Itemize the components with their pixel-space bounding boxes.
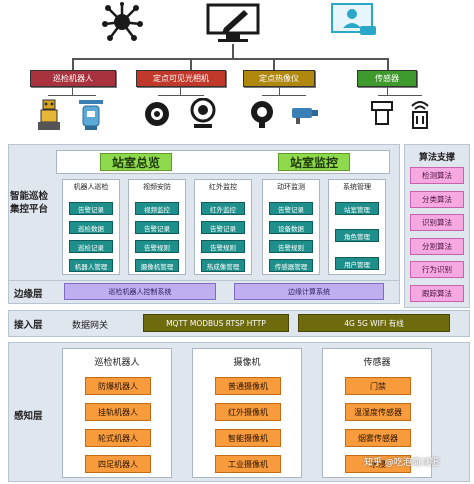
category-sensor-button[interactable]: 传感器 <box>357 70 417 87</box>
connector-line <box>279 87 280 95</box>
platform-feature-button[interactable]: 摄像机管理 <box>135 259 179 272</box>
perception-group: 摄像机普通摄像机红外摄像机智能摄像机工业摄像机 <box>192 348 302 478</box>
perception-device-item[interactable]: 水浸 <box>345 455 411 473</box>
category-robot-button[interactable]: 巡检机器人 <box>30 70 116 87</box>
platform-column-title: 动环监测 <box>277 183 305 191</box>
robot-control-system[interactable]: 巡检机器人控制系统 <box>64 283 216 300</box>
platform-feature-button[interactable]: 巡检数据 <box>69 221 113 234</box>
protocol-bar[interactable]: MQTT MODBUS RTSP HTTP <box>143 314 289 332</box>
perception-group: 传感器门禁温湿度传感器烟雾传感器水浸 <box>322 348 432 478</box>
perception-group-title: 摄像机 <box>233 358 261 368</box>
platform-feature-button[interactable]: 告警规则 <box>269 240 313 253</box>
platform-feature-button[interactable]: 视频监控 <box>135 202 179 215</box>
network-bar[interactable]: 4G 5G WIFI 有线 <box>298 314 450 332</box>
category-visible-camera-button[interactable]: 定点可见光相机 <box>136 70 226 87</box>
perception-device-item[interactable]: 轮式机器人 <box>85 429 151 447</box>
perception-device-item[interactable]: 四足机器人 <box>85 455 151 473</box>
connector-line <box>72 87 73 95</box>
algorithm-item[interactable]: 检测算法 <box>410 167 464 184</box>
platform-feature-button[interactable]: 告警记录 <box>269 202 313 215</box>
platform-feature-button[interactable]: 告警记录 <box>135 221 179 234</box>
perception-device-item[interactable]: 智能摄像机 <box>215 429 281 447</box>
edge-layer-title: 边缘层 <box>14 289 43 300</box>
connector-line <box>387 58 389 70</box>
station-monitor-button[interactable]: 站室监控 <box>278 153 350 171</box>
algorithm-item[interactable]: 分类算法 <box>410 190 464 208</box>
platform-feature-button[interactable]: 用户管理 <box>335 257 379 270</box>
platform-column: 红外监控红外监控告警记录告警规则热成像管理 <box>194 179 252 275</box>
platform-column: 机器人巡检告警记录巡检数据巡检记录机器人管理 <box>62 179 120 275</box>
perception-group-title: 传感器 <box>363 358 391 368</box>
platform-feature-button[interactable]: 告警记录 <box>201 221 245 234</box>
algorithm-item[interactable]: 分割算法 <box>410 237 464 255</box>
platform-column: 系统管理站室管理角色管理用户管理 <box>328 179 386 275</box>
perception-device-item[interactable]: 烟雾传感器 <box>345 429 411 447</box>
platform-feature-button[interactable]: 传感器管理 <box>269 259 313 272</box>
perception-layer-title: 感知层 <box>14 411 43 422</box>
platform-feature-button[interactable]: 机器人管理 <box>69 259 113 272</box>
platform-title: 智能巡检集控平台 <box>10 191 49 215</box>
perception-device-item[interactable]: 普通摄像机 <box>215 377 281 395</box>
algorithm-item[interactable]: 行为识别 <box>410 261 464 278</box>
perception-group: 巡检机器人防爆机器人挂轨机器人轮式机器人四足机器人 <box>62 348 172 478</box>
teacher-screen-icon <box>331 3 376 35</box>
connector-line <box>72 58 74 70</box>
connector-line <box>262 95 306 96</box>
webcam-icon <box>190 98 216 128</box>
connector-line <box>48 95 96 96</box>
connector-line <box>72 58 388 60</box>
platform-column-title: 视频安防 <box>143 183 171 191</box>
perception-device-item[interactable]: 红外摄像机 <box>215 403 281 421</box>
platform-feature-button[interactable]: 告警记录 <box>69 202 113 215</box>
access-layer-title: 接入层 <box>14 320 43 331</box>
platform-column-title: 红外监控 <box>209 183 237 191</box>
platform-feature-button[interactable]: 设备数据 <box>269 221 313 234</box>
connector-line <box>387 87 388 95</box>
category-thermal-button[interactable]: 定点热像仪 <box>243 70 315 87</box>
edge-compute-system[interactable]: 边缘计算系统 <box>234 283 384 300</box>
platform-column: 动环监测告警记录设备数据告警规则传感器管理 <box>262 179 320 275</box>
connector-line <box>158 95 204 96</box>
station-overview-button[interactable]: 站室总览 <box>100 153 172 171</box>
perception-device-item[interactable]: 温湿度传感器 <box>345 403 411 421</box>
platform-column: 视频安防视频监控告警记录告警规则摄像机管理 <box>128 179 186 275</box>
wireless-sensor-icon <box>411 101 429 129</box>
perception-device-item[interactable]: 防爆机器人 <box>85 377 151 395</box>
network-hub-icon <box>102 2 143 41</box>
perception-device-item[interactable]: 门禁 <box>345 377 411 395</box>
algorithm-title: 算法支撑 <box>418 153 455 163</box>
dome-camera-icon <box>145 102 169 126</box>
algorithm-item[interactable]: 识别算法 <box>410 214 464 231</box>
monitor-edit-icon <box>206 3 260 42</box>
connector-line <box>232 44 234 58</box>
rail-robot-icon <box>79 100 103 130</box>
platform-column-title: 系统管理 <box>343 183 371 191</box>
platform-feature-button[interactable]: 巡检记录 <box>69 240 113 253</box>
platform-feature-button[interactable]: 红外监控 <box>201 202 245 215</box>
algorithm-item[interactable]: 跟踪算法 <box>410 284 464 302</box>
perception-device-item[interactable]: 挂轨机器人 <box>85 403 151 421</box>
platform-feature-button[interactable]: 告警规则 <box>135 240 179 253</box>
platform-feature-button[interactable]: 热成像管理 <box>201 259 245 272</box>
connector-line <box>180 87 181 95</box>
smoke-detector-icon <box>371 101 393 125</box>
data-gateway-label: 数据网关 <box>72 321 109 331</box>
robot-icon <box>38 99 60 130</box>
connector-line <box>378 95 422 96</box>
connector-line <box>190 58 192 70</box>
platform-feature-button[interactable]: 站室管理 <box>335 202 379 215</box>
connector-line <box>273 58 275 70</box>
watermark: 知乎 @吃泡面减肥 <box>364 458 439 468</box>
platform-feature-button[interactable]: 告警规则 <box>201 240 245 253</box>
thermal-sensor-icon <box>251 101 273 128</box>
perception-group-title: 巡检机器人 <box>94 358 140 368</box>
bullet-camera-icon <box>292 108 318 124</box>
perception-device-item[interactable]: 工业摄像机 <box>215 455 281 473</box>
platform-feature-button[interactable]: 角色管理 <box>335 229 379 242</box>
platform-column-title: 机器人巡检 <box>73 183 109 191</box>
